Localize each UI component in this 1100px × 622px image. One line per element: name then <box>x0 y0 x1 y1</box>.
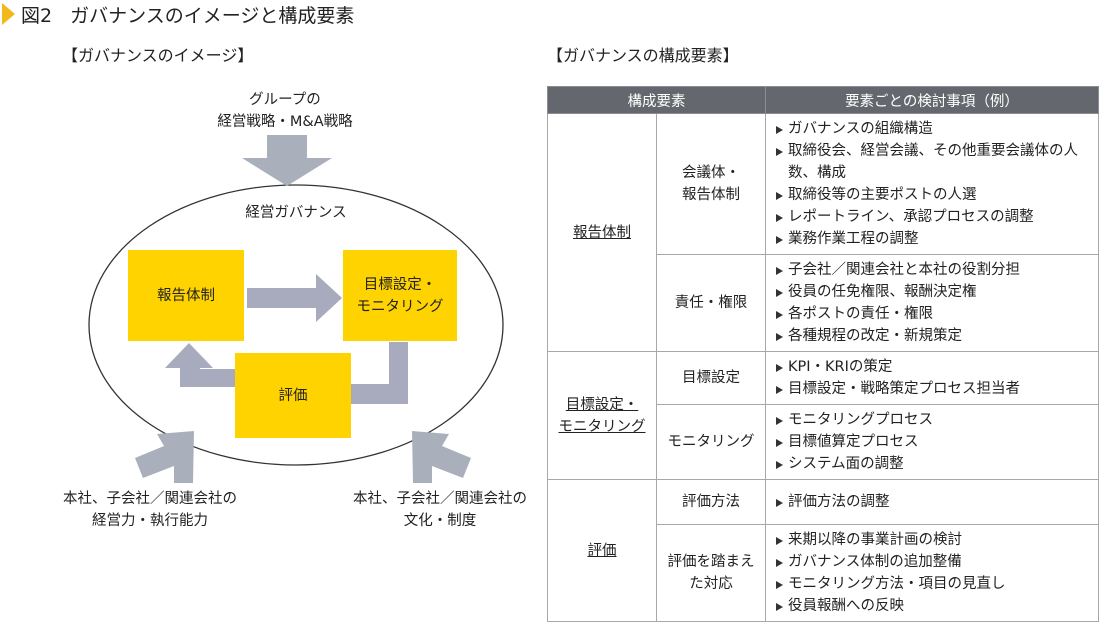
box-reporting: 報告体制 <box>128 250 244 341</box>
items-response-to-evaluation: 来期以降の事業計画の検討 ガバナンス体制の追加整備 モニタリング方法・項目の見直… <box>765 524 1099 622</box>
header-elements: 構成要素 <box>547 86 766 114</box>
box-evaluation: 評価 <box>235 353 351 438</box>
group-evaluation-label: 評価 <box>587 542 617 559</box>
ellipse-label: 経営ガバナンス <box>245 205 347 221</box>
group-target-line1: 目標設定・ <box>565 396 639 413</box>
group-evaluation: 評価 <box>547 479 657 622</box>
table-row: 目標設定・ モニタリング 目標設定 KPI・KRIの策定 目標設定・戦略策定プロ… <box>547 351 1099 480</box>
list-item: システム面の調整 <box>776 453 1094 475</box>
sub-meeting-reporting: 会議体・ 報告体制 <box>656 113 766 255</box>
list-item: 目標設定・戦略策定プロセス担当者 <box>776 378 1094 400</box>
sub-label-line2: た対応 <box>689 576 733 592</box>
list-item: ガバナンス体制の追加整備 <box>776 551 1094 573</box>
box-target-line2: モニタリング <box>356 298 444 315</box>
list-item: 各種規程の改定・新規策定 <box>776 325 1094 347</box>
list-item: 取締役会、経営会議、その他重要会議体の人数、構成 <box>776 140 1094 184</box>
figure-title: 図2 ガバナンスのイメージと構成要素 <box>0 0 354 28</box>
list-item: ガバナンスの組織構造 <box>776 118 1094 140</box>
table-row: 評価 評価方法 評価方法の調整 <box>547 479 1099 622</box>
target-to-evaluation-arrow <box>350 342 408 404</box>
items-target-setting: KPI・KRIの策定 目標設定・戦略策定プロセス担当者 <box>765 351 1099 405</box>
bottom-left-line1: 本社、子会社／関連会社の <box>63 491 237 507</box>
table-header-row: 構成要素 要素ごとの検討事項（例） <box>547 86 1099 114</box>
table-row: モニタリング モニタリングプロセス 目標値算定プロセス システム面の調整 <box>548 404 1099 480</box>
figure-title-text: ガバナンスのイメージと構成要素 <box>70 4 355 27</box>
bottom-left-label: 本社、子会社／関連会社の 経営力・執行能力 <box>30 488 270 532</box>
group-target-monitoring: 目標設定・ モニタリング <box>547 351 657 480</box>
header-considerations: 要素ごとの検討事項（例） <box>765 86 1099 114</box>
bottom-left-line2: 経営力・執行能力 <box>92 513 208 529</box>
group-reporting: 報告体制 <box>547 113 657 352</box>
list-item: 役員の任免権限、報酬決定権 <box>776 281 1094 303</box>
sub-response-to-evaluation: 評価を踏まえ た対応 <box>656 524 766 622</box>
title-triangle-icon <box>2 3 15 25</box>
elements-table: 構成要素 要素ごとの検討事項（例） 報告体制 会議体・ 報告体制 ガバナンスの組… <box>547 86 1099 622</box>
evaluation-to-report-arrow <box>165 343 235 387</box>
sub-responsibility-authority: 責任・権限 <box>656 254 766 352</box>
items-evaluation-method: 評価方法の調整 <box>765 479 1099 525</box>
sub-label-line2: 報告体制 <box>682 187 740 203</box>
list-item: 取締役等の主要ポストの人選 <box>776 184 1094 206</box>
group-reporting-label: 報告体制 <box>573 224 631 241</box>
items-meeting-reporting: ガバナンスの組織構造 取締役会、経営会議、その他重要会議体の人数、構成 取締役等… <box>765 113 1099 255</box>
list-item: 業務作業工程の調整 <box>776 228 1094 250</box>
figure-number: 図2 <box>21 4 53 27</box>
list-item: 評価方法の調整 <box>776 491 1094 513</box>
list-item: 子会社／関連会社と本社の役割分担 <box>776 259 1094 281</box>
top-input-label: グループの 経営戦略・M&A戦略 <box>215 89 355 133</box>
list-item: 役員報酬への反映 <box>776 595 1094 617</box>
top-down-arrow <box>242 135 332 186</box>
top-input-line2: 経営戦略・M&A戦略 <box>217 114 353 130</box>
list-item: 各ポストの責任・権限 <box>776 303 1094 325</box>
governance-ellipse <box>88 184 504 466</box>
bottom-right-label: 本社、子会社／関連会社の 文化・制度 <box>320 488 560 532</box>
list-item: 来期以降の事業計画の検討 <box>776 529 1094 551</box>
sub-target-setting: 目標設定 <box>656 351 766 405</box>
table-row: 責任・権限 子会社／関連会社と本社の役割分担 役員の任免権限、報酬決定権 各ポス… <box>548 254 1099 352</box>
sub-evaluation-method: 評価方法 <box>656 479 766 525</box>
sub-monitoring: モニタリング <box>656 404 766 480</box>
sub-label-line1: 会議体・ <box>682 165 740 181</box>
table-row: 評価を踏まえ た対応 来期以降の事業計画の検討 ガバナンス体制の追加整備 モニタ… <box>548 524 1099 622</box>
list-item: モニタリングプロセス <box>776 409 1094 431</box>
items-monitoring: モニタリングプロセス 目標値算定プロセス システム面の調整 <box>765 404 1099 480</box>
bottom-left-input-arrow <box>135 431 194 483</box>
bottom-right-line2: 文化・制度 <box>403 513 477 529</box>
group-target-line2: モニタリング <box>558 418 646 435</box>
top-input-line1: グループの <box>249 92 321 108</box>
image-section-heading: 【ガバナンスのイメージ】 <box>62 46 254 65</box>
table-row: 報告体制 会議体・ 報告体制 ガバナンスの組織構造 取締役会、経営会議、その他重… <box>547 113 1099 352</box>
bottom-right-input-arrow <box>412 431 471 483</box>
list-item: 目標値算定プロセス <box>776 431 1094 453</box>
group-target-monitoring-label: 目標設定・ モニタリング <box>559 394 646 438</box>
bottom-right-line1: 本社、子会社／関連会社の <box>353 491 527 507</box>
box-target-monitoring: 目標設定・ モニタリング <box>343 250 457 341</box>
items-responsibility-authority: 子会社／関連会社と本社の役割分担 役員の任免権限、報酬決定権 各ポストの責任・権… <box>765 254 1099 352</box>
box-target-line1: 目標設定・ <box>363 276 437 293</box>
list-item: KPI・KRIの策定 <box>776 356 1094 378</box>
list-item: レポートライン、承認プロセスの調整 <box>776 206 1094 228</box>
list-item: モニタリング方法・項目の見直し <box>776 573 1094 595</box>
sub-label-line1: 評価を踏まえ <box>667 554 755 570</box>
report-to-target-arrow <box>247 274 342 322</box>
table-section-heading: 【ガバナンスの構成要素】 <box>547 46 739 65</box>
